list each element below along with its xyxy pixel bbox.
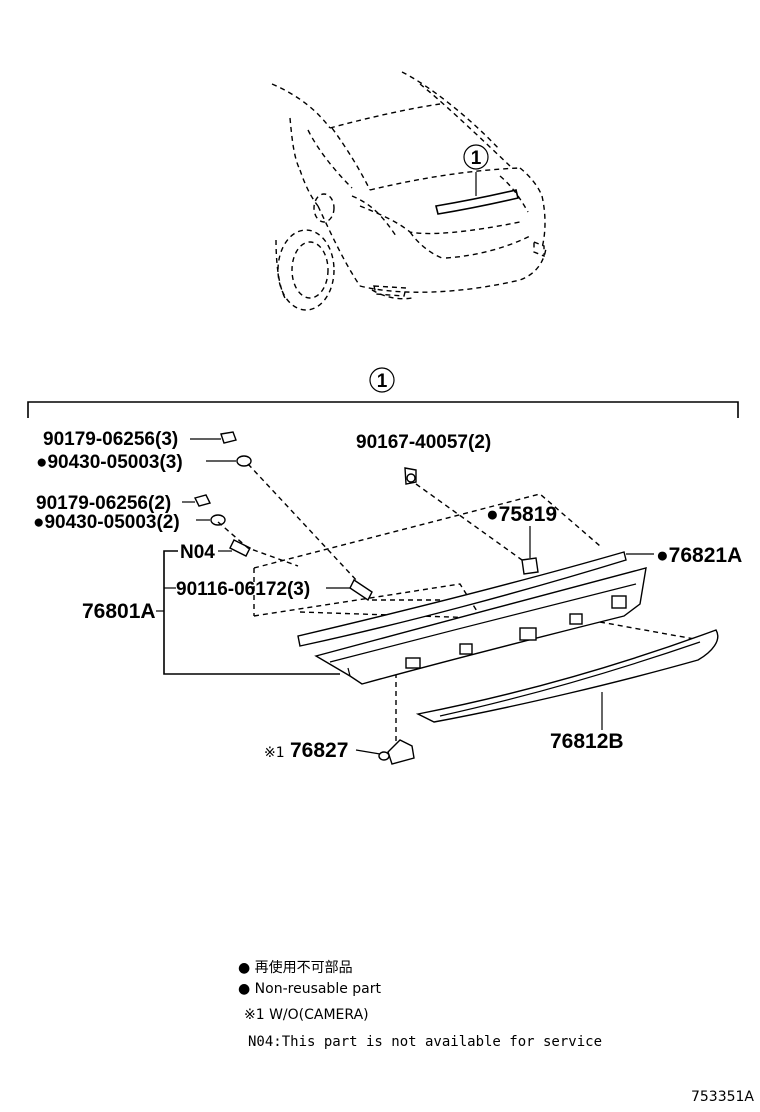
label-90167-40057-2: 90167-40057(2)	[356, 432, 491, 453]
label-90430-05003-3: ●90430-05003(3)	[36, 452, 183, 473]
garnish-76812b	[415, 629, 719, 730]
label-76827: 76827	[290, 739, 348, 762]
label-90430-05003-2: ●90430-05003(2)	[33, 512, 180, 533]
callout-car-ref-text: 1	[471, 148, 482, 169]
fastener-nut-2	[182, 494, 212, 507]
legend-wo-camera: ※1 W/O(CAMERA)	[244, 1007, 369, 1023]
label-note-marker: ※1	[264, 745, 285, 761]
label-76821a: ●76821A	[656, 544, 742, 567]
legend-non-reusable-jp: ● 再使用不可部品	[238, 959, 353, 976]
fastener-nut-3	[190, 431, 237, 444]
stud-n04	[218, 539, 251, 557]
fastener-washer-2	[196, 514, 226, 526]
bracket-76827	[355, 739, 415, 765]
label-76801a: 76801A	[82, 600, 156, 623]
label-90179-06256-2: 90179-06256(2)	[36, 493, 171, 514]
fastener-washer-3	[206, 455, 252, 467]
car-rear-illustration	[271, 71, 547, 311]
callout-car-ref: 1	[463, 144, 489, 170]
assembly-bracket: 1	[27, 367, 739, 418]
garnish-76801a	[314, 567, 647, 685]
label-75819: ●75819	[486, 503, 557, 526]
stud-bolt-90116	[326, 578, 373, 602]
legend-non-reusable-en: ● Non-reusable part	[238, 981, 381, 997]
label-n04: N04	[180, 542, 215, 563]
label-76812b: 76812B	[550, 730, 624, 753]
label-90179-06256-3: 90179-06256(3)	[43, 429, 178, 450]
label-90116-06172-3: 90116-06172(3)	[176, 579, 310, 600]
screw-90167	[404, 467, 417, 485]
moulding-76821a	[297, 551, 654, 647]
callout-assembly-ref-text: 1	[377, 371, 388, 392]
group-bracket-76801a	[156, 550, 340, 675]
legend: ● 再使用不可部品 ● Non-reusable part ※1 W/O(CAM…	[238, 959, 602, 1050]
clip-75819	[521, 526, 539, 575]
legend-n04-note: N04:This part is not available for servi…	[248, 1034, 602, 1050]
figure-id: 753351A	[691, 1089, 754, 1105]
